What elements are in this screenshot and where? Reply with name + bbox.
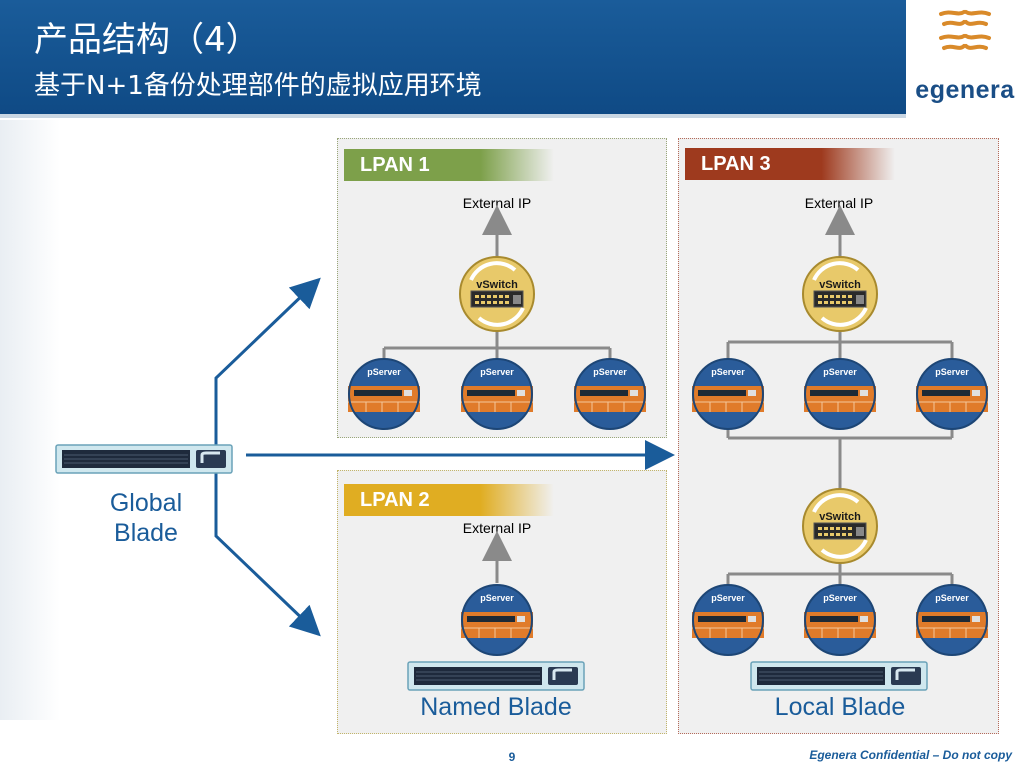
global-blade-arrows [214,277,675,637]
lpan-1-external-ip: External IP [462,195,532,211]
pserver-lpan3-2: pServer [803,358,877,430]
pserver-lpan3-3: pServer [915,358,989,430]
pserver-label: pServer [935,593,969,603]
pserver-lpan3-6: pServer [915,584,989,656]
pserver-label: pServer [711,367,745,377]
pserver-label: pServer [367,367,401,377]
pserver-lpan1-3: pServer [573,358,647,430]
local-blade-icon [749,660,929,692]
pserver-lpan3-1: pServer [691,358,765,430]
vswitch-label: vSwitch [819,511,861,523]
vswitch-label: vSwitch [819,279,861,291]
background-swoosh [0,120,60,720]
lpan-3-label: LPAN 3 [685,148,895,180]
named-blade-label: Named Blade [420,693,572,721]
lpan-2-label: LPAN 2 [344,484,554,516]
lpan-1-label: LPAN 1 [344,149,554,181]
global-blade-icon [54,443,234,475]
pserver-label: pServer [480,593,514,603]
egenera-logo-icon [939,10,991,50]
lpan-3-external-ip: External IP [804,195,874,211]
pserver-lpan3-5: pServer [803,584,877,656]
pserver-label: pServer [593,367,627,377]
pserver-lpan2-1: pServer [460,584,534,656]
slide-header: 产品结构（4） 基于N+1备份处理部件的虚拟应用环境 egenera [0,0,1024,118]
confidential-notice: Egenera Confidential – Do not copy [809,748,1012,762]
pserver-label: pServer [711,593,745,603]
pserver-label: pServer [823,593,857,603]
slide-title: 产品结构（4） [34,20,260,60]
page-number: 9 [508,750,516,764]
pserver-lpan1-2: pServer [460,358,534,430]
slide-subtitle: 基于N+1备份处理部件的虚拟应用环境 [34,71,482,101]
logo-text: egenera [915,76,1015,104]
lpan-2-external-ip: External IP [462,520,532,536]
vswitch-lpan-3-top: vSwitch [801,255,879,333]
vswitch-lpan-3-bottom: vSwitch [801,487,879,565]
vswitch-label: vSwitch [476,279,518,291]
global-blade-label: Global Blade [109,489,183,547]
vswitch-lpan-1: vSwitch [458,255,536,333]
pserver-lpan3-4: pServer [691,584,765,656]
local-blade-label: Local Blade [774,693,906,721]
egenera-logo: egenera [906,0,1024,118]
pserver-label: pServer [935,367,969,377]
named-blade-icon [406,660,586,692]
pserver-label: pServer [823,367,857,377]
pserver-label: pServer [480,367,514,377]
pserver-lpan1-1: pServer [347,358,421,430]
